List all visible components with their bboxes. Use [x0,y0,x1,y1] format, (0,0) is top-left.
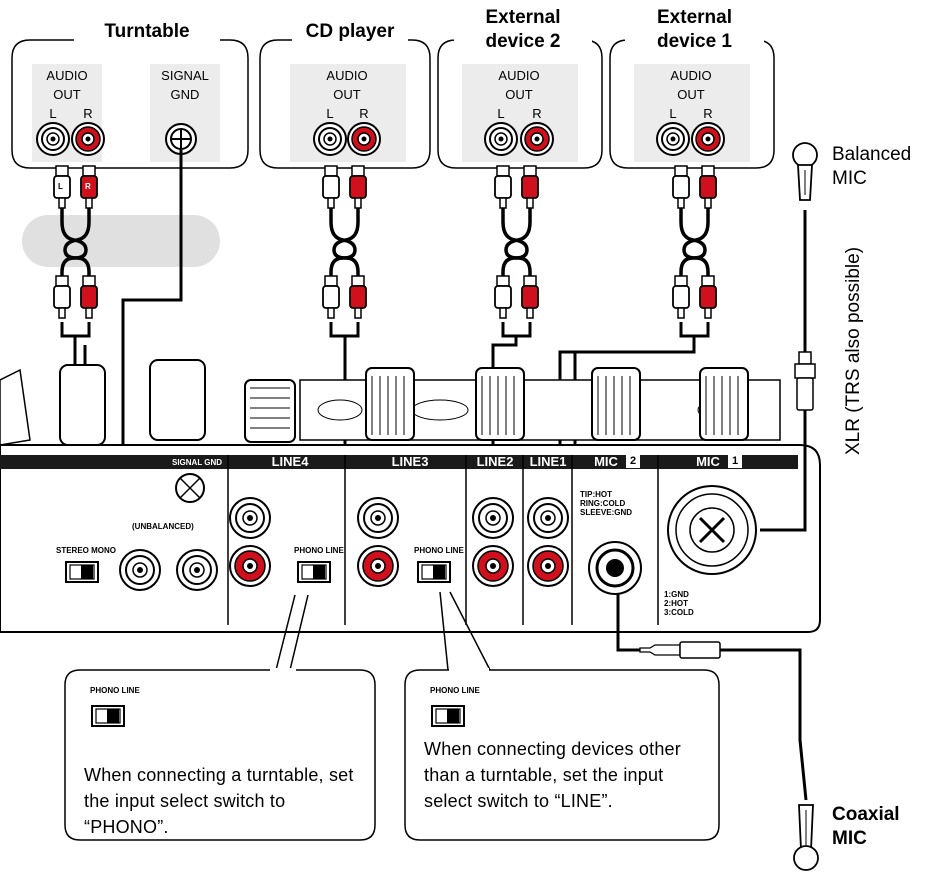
turntable-r-label: R [83,106,93,121]
coaxial-mic-icon [793,804,819,871]
line3-phono-line-label: PHONO LINE [414,546,464,555]
mic1-label: MIC [696,454,720,469]
line3-label: LINE3 [391,454,429,469]
callout-other-switch-label: PHONO LINE [430,686,480,695]
external-device-1-title: External device 1 [625,6,764,54]
line1-label: LINE1 [529,454,567,469]
turntable-device [11,39,249,169]
cd-audio-out-label: AUDIO OUT [326,68,368,102]
highlight-band [22,215,220,267]
xlr-pinout-label: 1:GND 2:HOT 3:COLD [664,590,694,617]
mic1-number: 1 [728,455,742,468]
callout-turntable [64,594,376,841]
top-plugs [53,165,717,209]
balanced-mic-label: Balanced MIC [832,144,912,189]
mixer-body [0,359,821,633]
mic2-label: MIC [594,454,618,469]
bottom-plugs [53,275,717,319]
plug-r-label: R [85,182,91,191]
unbalanced-label: (UNBALANCED) [132,522,194,531]
ext2-audio-out-label: AUDIO OUT [498,68,540,102]
callout-turntable-text: When connecting a turntable, set the inp… [84,765,354,837]
turntable-audio-out-label: AUDIO OUT [46,68,88,102]
signal-gnd-panel-label: SIGNAL GND [172,458,223,467]
line2-label: LINE2 [476,454,514,469]
stereo-mono-label: STEREO MONO [56,546,117,555]
line4-label: LINE4 [271,454,309,469]
balanced-mic-icon [792,142,818,201]
turntable-title: Turntable [74,20,220,44]
external-device-2-title: External device 2 [454,6,592,54]
external-device-2 [437,39,603,169]
turntable-l-label: L [49,106,57,121]
cd-player-title: CD player [292,20,408,44]
external-device-1 [609,39,775,169]
cd-l-label: L [326,106,334,121]
ext1-audio-out-label: AUDIO OUT [670,68,712,102]
phone-plug-icon [639,641,721,659]
trs-pinout-label: TIP:HOT RING:COLD SLEEVE:GND [580,490,633,517]
turntable-signal-gnd-label: SIGNAL GND [161,68,209,102]
cd-r-label: R [359,106,369,121]
callout-other-text: When connecting devices other than a tur… [424,739,681,811]
callout-other [404,591,720,841]
xlr-note-label: XLR (TRS also possible) [843,246,864,455]
callout-turntable-switch-label: PHONO LINE [90,686,140,695]
ext2-l-label: L [497,106,505,121]
mic2-number: 2 [626,455,640,468]
line4-phono-line-label: PHONO LINE [294,546,344,555]
cd-player-device [259,39,431,169]
ext2-r-label: R [532,106,542,121]
ext1-r-label: R [703,106,713,121]
xlr-connector-icon [794,351,816,411]
coaxial-mic-label: Coaxial MIC [832,804,900,849]
ext1-l-label: L [669,106,677,121]
rca-cables [60,200,710,286]
plug-l-label: L [58,182,63,191]
